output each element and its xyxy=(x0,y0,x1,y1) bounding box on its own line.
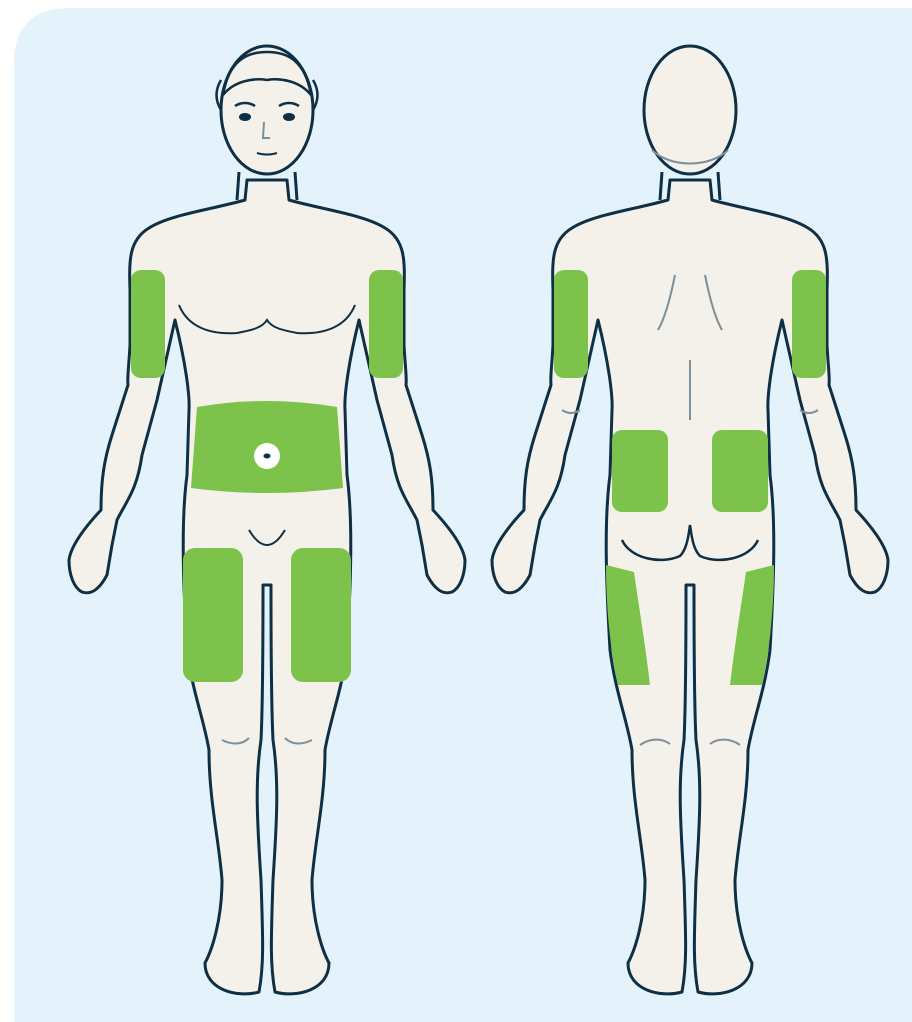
back-left-upper-arm-site[interactable] xyxy=(554,270,588,378)
panel-rounded xyxy=(14,8,912,1022)
back-right-upper-arm-site[interactable] xyxy=(792,270,826,378)
back-right-buttock-site[interactable] xyxy=(712,430,768,512)
page-margin-left xyxy=(0,0,14,1022)
front-right-upper-arm-site[interactable] xyxy=(369,270,403,378)
navel-icon xyxy=(254,443,280,469)
back-left-buttock-site[interactable] xyxy=(612,430,668,512)
front-right-eye xyxy=(283,113,295,121)
front-right-thigh-site[interactable] xyxy=(291,548,351,682)
front-left-eye xyxy=(239,113,251,121)
front-left-upper-arm-site[interactable] xyxy=(131,270,165,378)
front-left-thigh-site[interactable] xyxy=(183,548,243,682)
page-margin-top xyxy=(0,0,912,8)
